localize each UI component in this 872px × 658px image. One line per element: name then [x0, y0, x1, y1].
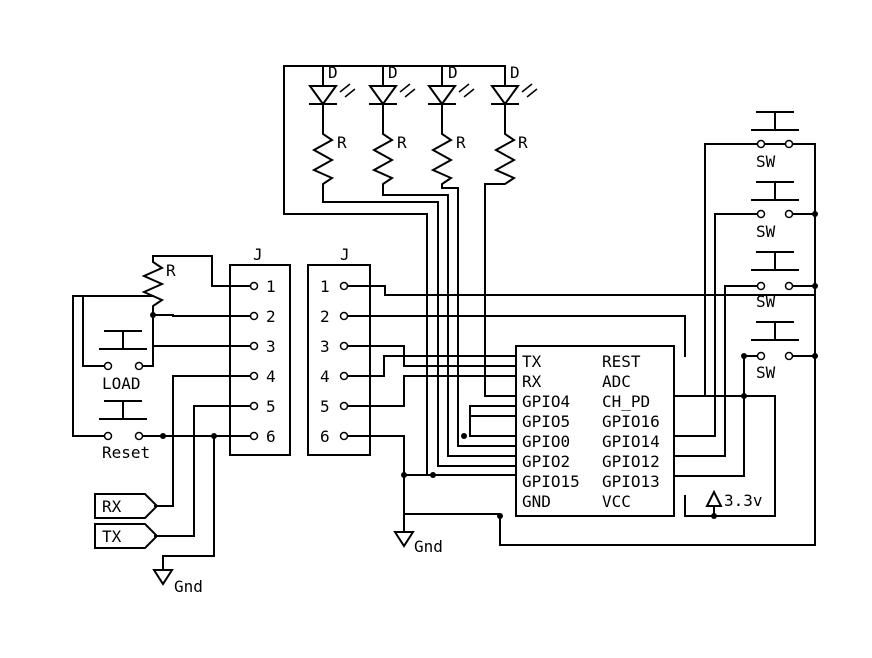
led-1-label: D: [328, 63, 338, 82]
module-pin-gpio0: GPIO0: [522, 432, 570, 451]
switch-3-label: SW: [756, 292, 776, 311]
resistor-2-label: R: [397, 133, 407, 152]
module-pin-gpio4: GPIO4: [522, 392, 570, 411]
ground-symbol-left: Gnd: [152, 569, 203, 596]
module-pin-rx: RX: [522, 372, 542, 391]
supply-3v3: 3.3v: [705, 489, 763, 517]
connector-right-label: J: [340, 245, 350, 264]
led-2-label: D: [388, 63, 398, 82]
resistor-4-label: R: [518, 133, 528, 152]
connector-left: J 1 2 3 4 5 6: [229, 245, 291, 456]
module-pin-adc: ADC: [602, 372, 631, 391]
led-3-label: D: [448, 63, 458, 82]
module-pin-tx: TX: [522, 352, 542, 371]
esp-module: TX RX GPIO4 GPIO5 GPIO0 GPIO2 GPIO15 GND…: [515, 345, 675, 517]
switch-4: SW: [751, 321, 799, 382]
connector-right-pin-2: 2: [320, 307, 330, 326]
module-pin-gpio16: GPIO16: [602, 412, 660, 431]
port-tx-label: TX: [102, 527, 122, 546]
led-bank: D R D R D R D R: [283, 63, 538, 476]
ground-label-center: Gnd: [414, 537, 443, 556]
reset-button-label: Reset: [102, 443, 150, 462]
module-pin-gpio13: GPIO13: [602, 472, 660, 491]
switch-2: SW: [751, 181, 799, 241]
module-pin-gpio14: GPIO14: [602, 432, 660, 451]
load-button-label: LOAD: [102, 374, 141, 393]
resistor-left: R: [141, 255, 251, 347]
connector-left-pin-5: 5: [266, 397, 276, 416]
led-4-label: D: [510, 63, 520, 82]
load-button: LOAD: [99, 330, 154, 393]
switch-1-label: SW: [756, 152, 776, 171]
module-pin-gpio12: GPIO12: [602, 452, 660, 471]
connector-left-pin-6: 6: [266, 427, 276, 446]
connector-right-pin-1: 1: [320, 277, 330, 296]
connector-right-pin-5: 5: [320, 397, 330, 416]
module-pin-ch-pd: CH_PD: [602, 392, 650, 411]
connector-left-pin-2: 2: [266, 307, 276, 326]
module-pin-rest: REST: [602, 352, 641, 371]
module-pin-gpio15: GPIO15: [522, 472, 580, 491]
led-3: D R: [427, 63, 475, 447]
connector-right: J 1 2 3 4 5 6: [307, 245, 371, 456]
connector-right-pin-6: 6: [320, 427, 330, 446]
module-pin-gnd: GND: [522, 492, 551, 511]
module-left-pins: TX RX GPIO4 GPIO5 GPIO0 GPIO2 GPIO15 GND: [522, 352, 580, 511]
led-1: D R: [308, 63, 439, 467]
reset-button: Reset: [99, 400, 251, 462]
connector-left-label: J: [253, 245, 263, 264]
switch-2-label: SW: [756, 222, 776, 241]
switch-bank: SW SW SW SW: [751, 111, 799, 382]
connector-right-pin-3: 3: [320, 337, 330, 356]
connector-left-pin-3: 3: [266, 337, 276, 356]
resistor-1-label: R: [337, 133, 347, 152]
switch-4-label: SW: [756, 363, 776, 382]
port-tx: TX: [94, 523, 159, 549]
connector-left-pin-4: 4: [266, 367, 276, 386]
resistor-3-label: R: [456, 133, 466, 152]
ground-symbol-center: Gnd: [393, 513, 443, 556]
supply-label: 3.3v: [724, 491, 763, 510]
connector-left-pin-1: 1: [266, 277, 276, 296]
module-pin-gpio2: GPIO2: [522, 452, 570, 471]
led-4: D R: [484, 63, 538, 397]
module-pin-gpio5: GPIO5: [522, 412, 570, 431]
module-pin-vcc: VCC: [602, 492, 631, 511]
led-2: D R: [368, 63, 449, 457]
connector-right-pin-4: 4: [320, 367, 330, 386]
port-rx: RX: [94, 493, 159, 519]
switch-1: SW: [751, 111, 799, 171]
ground-label-left: Gnd: [174, 577, 203, 596]
switch-3: SW: [751, 251, 799, 311]
module-right-pins: REST ADC CH_PD GPIO16 GPIO14 GPIO12 GPIO…: [602, 352, 660, 511]
resistor-left-label: R: [166, 261, 176, 280]
port-rx-label: RX: [102, 497, 122, 516]
